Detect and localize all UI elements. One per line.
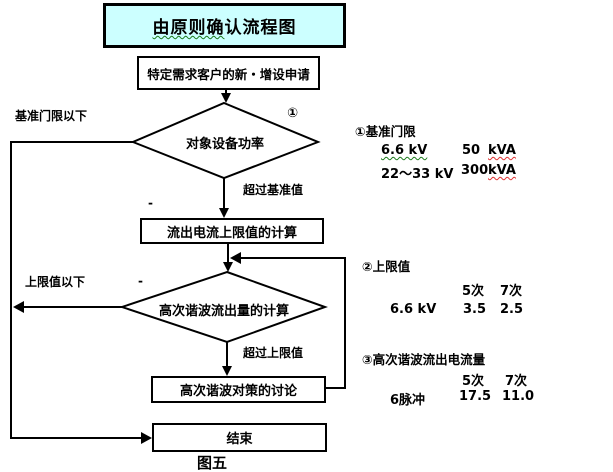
note2-row1-v1: 3.5	[463, 302, 487, 317]
arrowhead-down-1	[221, 93, 231, 103]
figure-caption: 图五	[197, 454, 228, 472]
below-limit-label: 上限值以下	[25, 275, 86, 289]
arrowhead-down-3	[223, 262, 233, 272]
note1-row1-value: 50	[462, 143, 481, 158]
note2-row1-v2: 2.5	[500, 302, 524, 317]
decision1-label: 对象设备功率	[185, 137, 264, 152]
note1-row2-unit: kVA	[488, 163, 516, 178]
note1-row1-label: 6.6 kV	[381, 143, 428, 158]
note3-heading: ③高次谐波流出电流量	[362, 352, 486, 367]
arrowhead-left-feedback	[230, 252, 241, 264]
request-box-label: 特定需求客户的新・增设申请	[147, 66, 310, 82]
request-box: 特定需求客户的新・增设申请	[137, 56, 320, 90]
stray-dash-2: -	[138, 274, 143, 288]
below-threshold-label: 基准门限以下	[15, 109, 88, 123]
exceed-threshold-label: 超过基准值	[243, 183, 304, 197]
calc-limit-label: 流出电流上限值的计算	[166, 225, 297, 241]
note1-row2-value: 300	[461, 163, 489, 178]
note2-col1-header: 5次	[462, 284, 485, 299]
decision2-diamond	[118, 270, 328, 344]
arrowhead-right-end	[141, 432, 152, 444]
note3-row1-label: 6脉冲	[390, 393, 426, 408]
countermeasure-box: 高次谐波对策的讨论	[151, 376, 326, 403]
decision2-label: 高次谐波流出量的计算	[158, 304, 289, 319]
note1-row1-unit: kVA	[488, 143, 516, 158]
connector-below-threshold-trunk	[10, 141, 142, 439]
note3-col2-header: 7次	[505, 374, 528, 389]
note2-row1-label: 6.6 kV	[390, 302, 437, 317]
page-title-underlined: 由原则确	[152, 18, 225, 38]
end-box: 结束	[152, 423, 327, 452]
note3-row1-v2: 11.0	[502, 389, 535, 404]
page-title-rest: 认流程图	[224, 18, 297, 38]
arrowhead-left-trunk	[13, 301, 24, 313]
note1-heading: ①基准门限	[355, 124, 416, 139]
stray-dash-1: -	[148, 196, 153, 210]
note2-heading: ②上限值	[362, 259, 411, 274]
note3-row1-v1: 17.5	[459, 389, 492, 404]
note3-col1-header: 5次	[462, 374, 485, 389]
calc-limit-box: 流出电流上限值的计算	[140, 218, 324, 244]
arrowhead-down-4	[222, 366, 232, 376]
circled-one-marker: ①	[287, 106, 299, 121]
page-title: 由原则确认流程图	[153, 13, 297, 38]
note1-row2-label: 22～33 kV	[381, 167, 454, 182]
exceed-limit-label: 超过上限值	[243, 346, 304, 360]
connector-feedback-loop	[240, 257, 346, 389]
note2-col2-header: 7次	[500, 284, 523, 299]
countermeasure-label: 高次谐波对策的讨论	[179, 384, 297, 399]
arrowhead-down-2	[219, 208, 229, 218]
end-label: 结束	[226, 432, 253, 447]
title-box: 由原则确认流程图	[103, 3, 346, 48]
decision1-diamond	[130, 101, 321, 180]
